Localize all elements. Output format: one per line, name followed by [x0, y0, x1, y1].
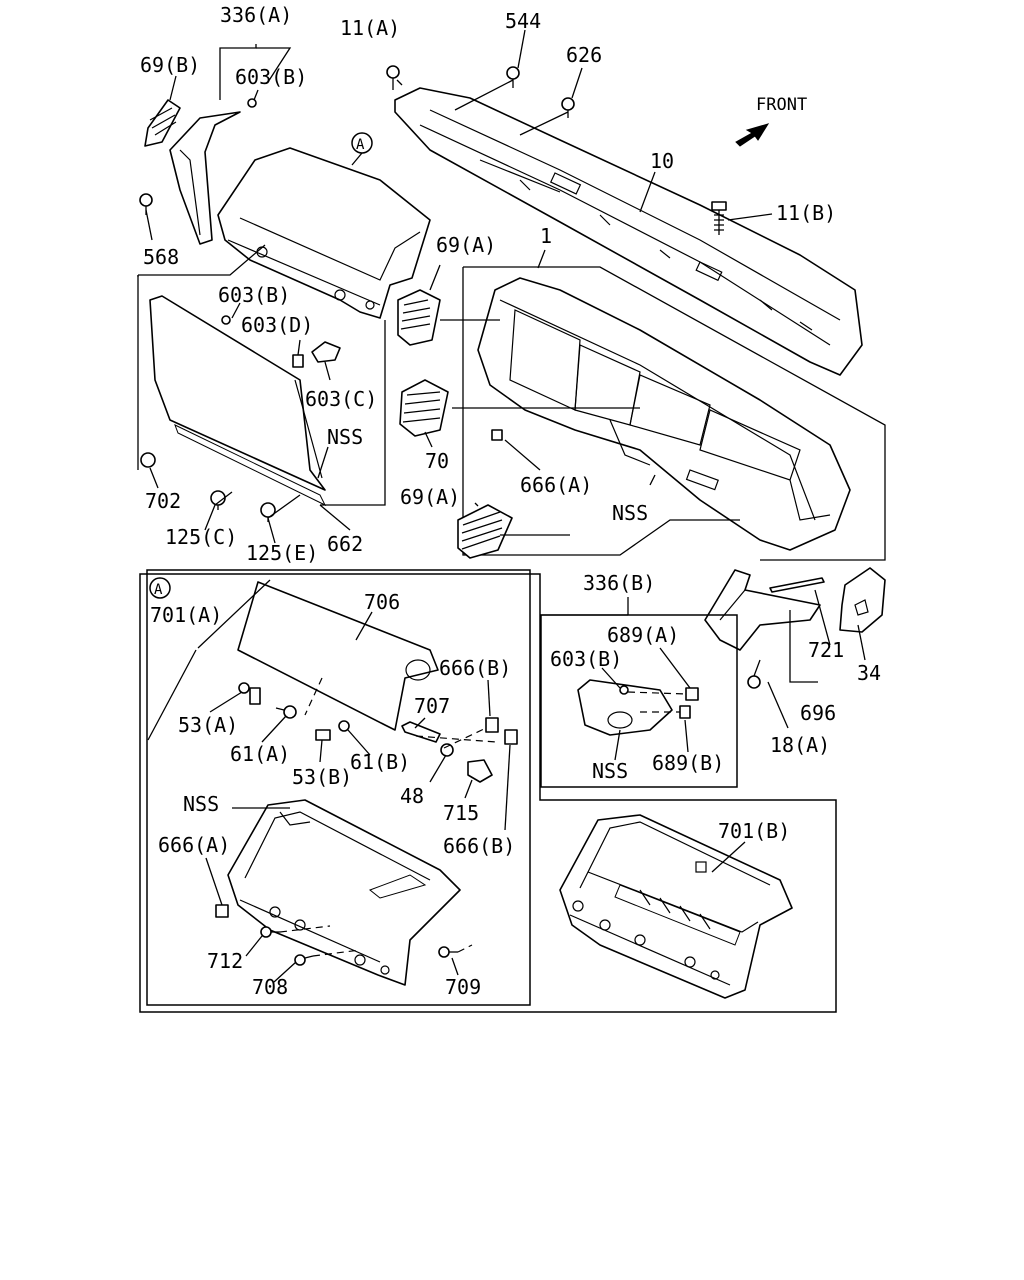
clip-603b-mid-icon [221, 315, 231, 325]
label-53a: 53(A) [178, 713, 238, 737]
vent-70-icon [399, 379, 449, 437]
bumper-125c-icon [210, 490, 226, 510]
clip-666a-mid-icon [491, 429, 503, 441]
side-cover-336b [577, 679, 673, 736]
label-706: 706 [364, 590, 400, 614]
pad-689b-icon [679, 705, 691, 719]
label-603b-mid: 603(B) [218, 283, 290, 307]
glove-box-body-701b [559, 814, 793, 999]
screw-61a-icon [275, 705, 297, 719]
hinge-53a-icon [238, 682, 261, 705]
label-61a: 61(A) [230, 742, 290, 766]
label-front: FRONT [756, 95, 807, 115]
label-nss-mid: NSS [612, 501, 648, 525]
clip-603b-right-icon [619, 685, 629, 695]
trim-strip-721-icon [769, 577, 825, 593]
label-568: 568 [143, 245, 179, 269]
vent-69a-low-icon [457, 504, 513, 559]
label-10: 10 [650, 149, 674, 173]
label-626: 626 [566, 43, 602, 67]
label-70: 70 [425, 449, 449, 473]
clip-603c-icon [311, 341, 341, 363]
screw-603b-top-icon [247, 98, 257, 108]
glove-box-body-701a [227, 799, 461, 986]
clip-603d-icon [292, 354, 304, 368]
label-336b: 336(B) [583, 571, 655, 595]
nut-61b-icon [338, 720, 350, 732]
screw-709-icon [438, 946, 458, 958]
label-1: 1 [540, 224, 552, 248]
screw-544-icon [506, 66, 520, 88]
label-18a: 18(A) [770, 733, 830, 757]
label-11a: 11(A) [340, 16, 400, 40]
label-125c: 125(C) [165, 525, 237, 549]
label-69a-top: 69(A) [436, 233, 496, 257]
screw-708-icon [294, 954, 314, 966]
label-11b: 11(B) [776, 201, 836, 225]
label-603d: 603(D) [241, 313, 313, 337]
screw-11a-icon [386, 65, 400, 90]
label-689a: 689(A) [607, 623, 679, 647]
label-666b-low: 666(B) [443, 834, 515, 858]
label-702: 702 [145, 489, 181, 513]
screw-626-icon [561, 97, 575, 118]
label-69a-low: 69(A) [400, 485, 460, 509]
clip-666a-box-icon [215, 904, 229, 918]
glove-box-lid-662 [149, 295, 327, 507]
end-cap-34-icon [839, 567, 886, 633]
label-125e: 125(E) [246, 541, 318, 565]
label-666b-top: 666(B) [439, 656, 511, 680]
label-nss-left: NSS [327, 425, 363, 449]
label-701b: 701(B) [718, 819, 790, 843]
front-arrow-icon [735, 123, 770, 147]
label-callout-a-box: A [154, 582, 163, 598]
vent-69a-top-icon [397, 289, 441, 346]
glove-box-door-706 [237, 581, 439, 731]
label-53b: 53(B) [292, 765, 352, 789]
label-715: 715 [443, 801, 479, 825]
label-721: 721 [808, 638, 844, 662]
label-696: 696 [800, 701, 836, 725]
label-34: 34 [857, 661, 881, 685]
label-689b: 689(B) [652, 751, 724, 775]
spring-48-icon [440, 743, 454, 757]
pad-689a-icon [685, 687, 699, 701]
label-603b-top: 603(B) [235, 65, 307, 89]
screw-712-icon [260, 926, 280, 938]
label-603c: 603(C) [305, 387, 377, 411]
label-336a: 336(A) [220, 3, 292, 27]
label-666a-mid: 666(A) [520, 473, 592, 497]
screw-18a-icon [747, 659, 761, 689]
label-709: 709 [445, 975, 481, 999]
label-708: 708 [252, 975, 288, 999]
left-vent-69b-icon [144, 99, 181, 147]
label-48: 48 [400, 784, 424, 808]
nut-702-icon [140, 452, 156, 468]
side-panel-336a-icon [169, 111, 241, 245]
label-666a-box: 666(A) [158, 833, 230, 857]
lock-715-icon [467, 759, 493, 783]
label-662: 662 [327, 532, 363, 556]
label-61b: 61(B) [350, 750, 410, 774]
label-707: 707 [414, 694, 450, 718]
label-nss-box: NSS [183, 792, 219, 816]
label-712: 712 [207, 949, 243, 973]
hinge-53b-icon [315, 729, 331, 741]
glove-box-upper-shell [217, 147, 431, 319]
label-701a: 701(A) [150, 603, 222, 627]
clip-666b-low-icon [504, 729, 518, 745]
dash-upper-panel [394, 87, 863, 376]
label-603b-right: 603(B) [550, 647, 622, 671]
clip-666b-top-icon [485, 717, 499, 733]
label-544: 544 [505, 9, 541, 33]
callout-a-box-icon [149, 577, 171, 599]
bolt-11b-icon [711, 201, 727, 235]
bumper-125e-icon [260, 502, 276, 522]
label-nss-right: NSS [592, 759, 628, 783]
label-callout-a-top: A [356, 137, 365, 153]
label-69b: 69(B) [140, 53, 200, 77]
latch-707-icon [401, 721, 441, 743]
dash-main-body-1 [477, 277, 851, 551]
